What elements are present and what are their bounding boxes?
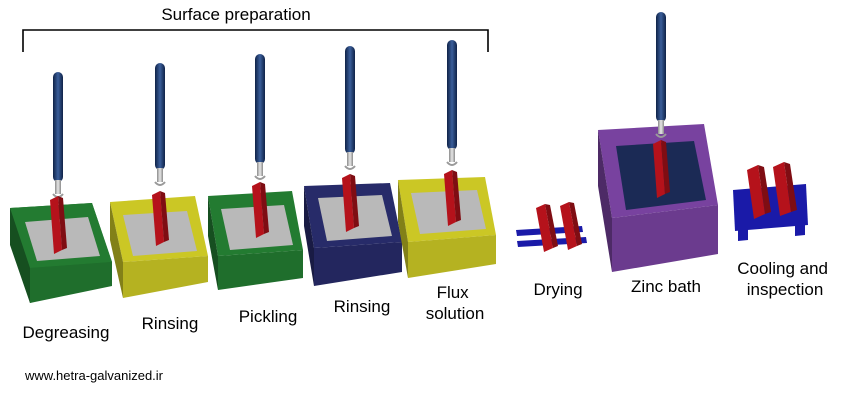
hook — [257, 162, 263, 176]
steel-part — [252, 182, 264, 238]
surface-preparation-bracket: Surface preparation — [22, 5, 489, 52]
steel-part — [152, 191, 164, 246]
lifting-rod — [447, 40, 457, 150]
hook — [449, 148, 455, 162]
steel-part — [444, 170, 456, 226]
step-label-zinc-bath: Zinc bath — [631, 277, 701, 296]
hook — [347, 152, 353, 166]
step-label-rinsing-1: Rinsing — [142, 314, 199, 333]
steel-part — [350, 174, 359, 228]
website-url: www.hetra-galvanized.ir — [24, 368, 164, 383]
steel-part — [661, 140, 670, 194]
steel-part — [50, 196, 62, 254]
surface-preparation-label: Surface preparation — [161, 5, 310, 24]
steel-part — [653, 140, 665, 198]
drying-rack — [516, 202, 587, 252]
hangers — [50, 12, 670, 254]
step-label-flux-solution: Flux solution — [426, 283, 485, 323]
hook — [154, 181, 166, 186]
hook — [55, 180, 61, 194]
hook — [254, 175, 266, 180]
hook — [344, 165, 356, 170]
step-label-cooling-inspection: Cooling and inspection — [737, 259, 832, 299]
step-label-pickling: Pickling — [239, 307, 298, 326]
hook — [658, 120, 664, 134]
lifting-rod — [656, 12, 666, 122]
lifting-rod — [155, 63, 165, 170]
lifting-rod — [255, 54, 265, 164]
steel-part — [342, 174, 354, 232]
steel-part — [58, 196, 67, 250]
hook — [157, 168, 163, 182]
step-labels: Degreasing Rinsing Pickling Rinsing Flux… — [23, 259, 832, 342]
steel-part — [452, 170, 461, 222]
step-label-drying: Drying — [533, 280, 582, 299]
steel-part — [160, 191, 169, 242]
steel-part — [260, 182, 269, 234]
lifting-rod — [345, 46, 355, 154]
step-label-rinsing-2: Rinsing — [334, 297, 391, 316]
lifting-rod — [53, 72, 63, 182]
step-label-degreasing: Degreasing — [23, 323, 110, 342]
hook — [446, 161, 458, 166]
hook — [655, 133, 667, 138]
cooling-stand — [733, 162, 808, 241]
